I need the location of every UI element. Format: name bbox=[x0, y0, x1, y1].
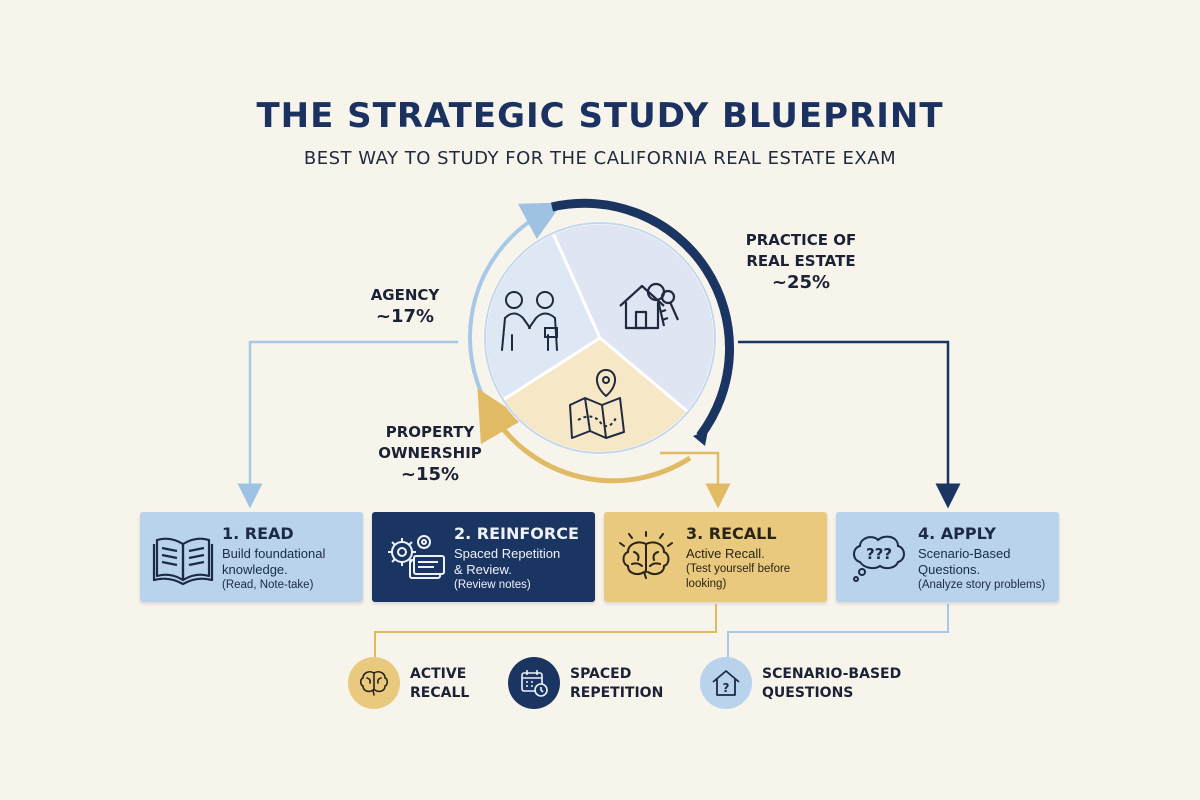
step-title: 1. READ bbox=[222, 524, 294, 543]
technique-badge bbox=[348, 657, 400, 709]
thought-bubble-icon: ??? bbox=[853, 535, 905, 582]
agency-connector bbox=[237, 340, 458, 509]
practice-connector bbox=[738, 340, 961, 509]
step-apply: ??? 4. APPLY Scenario-Based Questions. (… bbox=[836, 512, 1059, 602]
handshake-icon bbox=[501, 291, 558, 351]
technique-badge bbox=[508, 657, 560, 709]
gears-cards-icon bbox=[388, 535, 445, 579]
open-book-icon bbox=[152, 537, 214, 586]
apply-technique-connector bbox=[727, 604, 949, 658]
segment-label-ownership: PROPERTY OWNERSHIP ~15% bbox=[378, 423, 482, 485]
practice-arrow-tip bbox=[693, 430, 708, 446]
brain-icon bbox=[619, 531, 673, 579]
svg-text:???: ??? bbox=[866, 545, 892, 563]
ownership-outer-arc bbox=[477, 388, 692, 484]
segment-label-agency: AGENCY ~17% bbox=[370, 286, 440, 327]
recall-technique-connector bbox=[374, 604, 717, 658]
house-keys-icon bbox=[619, 282, 680, 330]
step-title: 3. RECALL bbox=[686, 524, 777, 543]
step-recall: 3. RECALL Active Recall. (Test yourself … bbox=[604, 512, 827, 602]
practice-outer-arc bbox=[550, 198, 734, 439]
brain-icon bbox=[359, 671, 389, 696]
map-pin-icon bbox=[569, 369, 625, 439]
step-read: 1. READ Build foundational knowledge. (R… bbox=[140, 512, 363, 602]
step-reinforce: 2. REINFORCE Spaced Repetition & Review.… bbox=[372, 512, 595, 602]
house-question-icon: ? bbox=[712, 670, 740, 696]
step-title: 2. REINFORCE bbox=[454, 524, 579, 543]
segment-label-practice: PRACTICE OF REAL ESTATE ~25% bbox=[745, 231, 857, 293]
ownership-connector bbox=[660, 451, 731, 509]
page-title: THE STRATEGIC STUDY BLUEPRINT bbox=[256, 96, 944, 136]
calendar-clock-icon bbox=[521, 670, 548, 697]
page-subtitle: BEST WAY TO STUDY FOR THE CALIFORNIA REA… bbox=[303, 148, 897, 169]
step-title: 4. APPLY bbox=[918, 524, 996, 543]
technique-badge: ? bbox=[700, 657, 752, 709]
svg-text:?: ? bbox=[723, 681, 730, 695]
